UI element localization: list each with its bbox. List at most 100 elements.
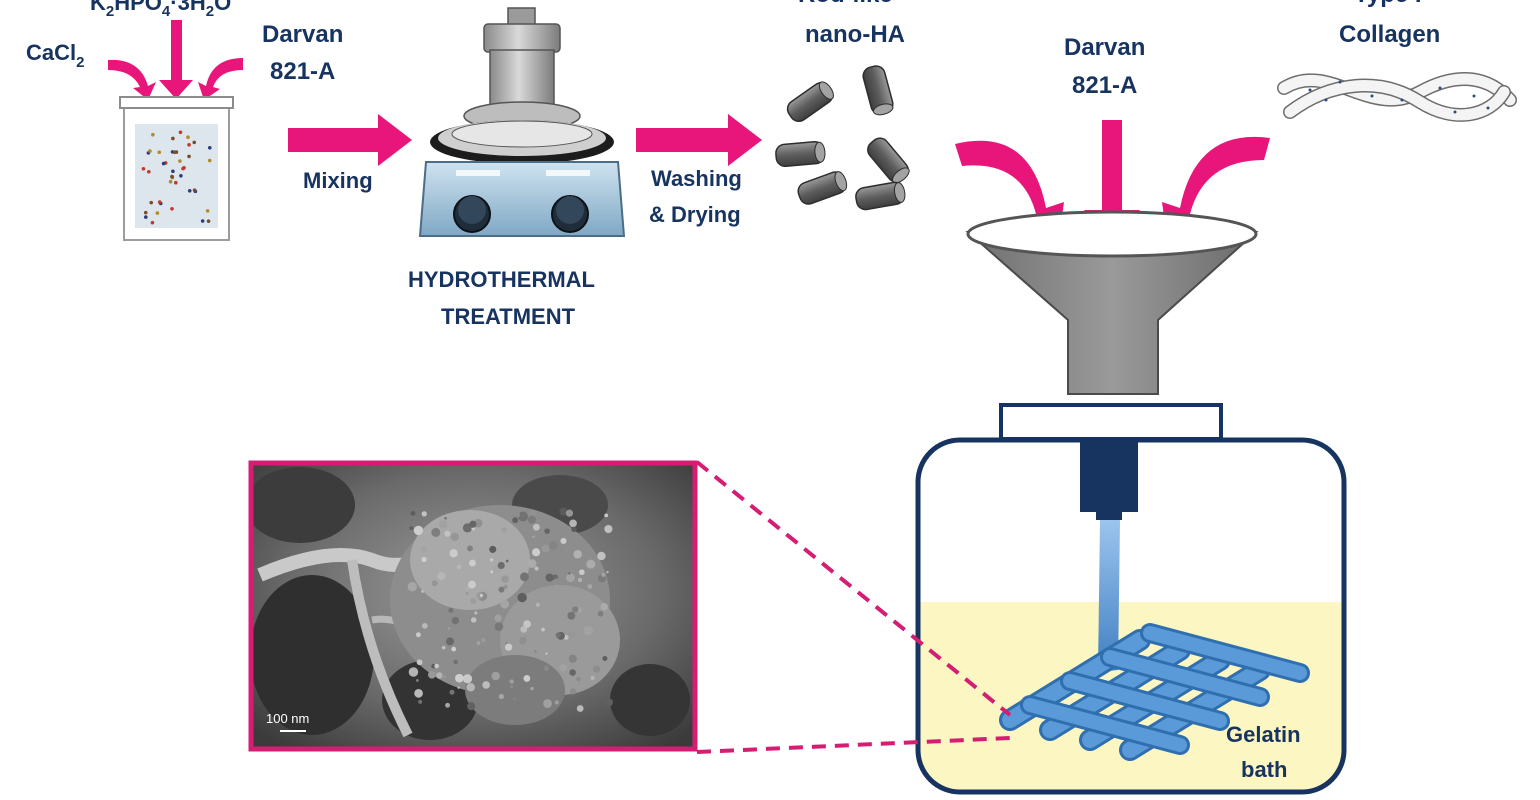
nano-rod-icon — [797, 171, 848, 205]
sem-texture — [602, 655, 608, 661]
sem-texture — [535, 602, 540, 607]
gelatin-bath-label-line1: Gelatin — [1226, 722, 1301, 747]
particle — [155, 211, 160, 215]
sem-texture — [600, 603, 608, 611]
sem-texture — [466, 682, 475, 692]
sem-texture — [543, 665, 550, 671]
sem-texture — [541, 544, 550, 553]
sem-texture — [541, 627, 545, 632]
sem-texture — [481, 638, 486, 643]
particle — [144, 215, 148, 219]
sem-texture — [538, 689, 542, 693]
sem-texture — [453, 659, 458, 665]
collagen-label-line1: Type I — [1354, 0, 1422, 8]
nano-rods — [775, 65, 910, 211]
sem-texture — [520, 572, 529, 582]
sem-texture — [601, 572, 606, 577]
zoom-connector-top — [695, 460, 1012, 717]
sem-texture — [583, 625, 594, 636]
sem-texture — [504, 643, 513, 651]
sem-texture — [450, 532, 459, 542]
sem-texture — [527, 559, 537, 569]
sem-texture — [578, 569, 585, 576]
particle — [143, 210, 148, 215]
sem-texture — [470, 617, 477, 623]
sem-texture — [413, 525, 424, 536]
sem-texture — [410, 511, 416, 516]
sem-texture — [476, 641, 481, 645]
sem-texture — [563, 634, 569, 640]
particle — [148, 149, 152, 153]
sem-scale-label: 100 nm — [266, 711, 309, 726]
sem-texture — [545, 652, 548, 655]
sem-texture — [421, 511, 427, 517]
sem-texture — [554, 700, 559, 705]
nano-rod-icon — [867, 137, 910, 184]
sem-texture — [605, 698, 613, 707]
sem-texture — [437, 572, 446, 581]
sem-texture — [456, 564, 462, 570]
particle — [171, 136, 175, 141]
sem-texture — [513, 697, 517, 701]
sem-texture — [571, 526, 577, 533]
sem-texture — [416, 659, 423, 666]
sem-texture — [439, 520, 448, 529]
sem-texture — [491, 671, 500, 681]
sem-texture — [576, 705, 584, 712]
sem-texture — [583, 694, 587, 698]
sem-texture — [469, 559, 476, 567]
step-mixing-label: Mixing — [303, 168, 373, 193]
reagent-darvan-label-line1: Darvan — [262, 21, 343, 48]
mixing-arrow — [288, 114, 412, 166]
sem-texture — [414, 689, 423, 698]
sem-texture — [421, 556, 427, 563]
reagent-calcium-label: CaCl2 — [26, 40, 84, 71]
particle — [150, 220, 155, 225]
sem-texture — [518, 511, 528, 522]
sem-texture — [431, 663, 436, 669]
sem-texture — [572, 606, 579, 613]
sem-texture — [576, 676, 581, 682]
nano-ha-label-line1: Rod-like — [798, 0, 893, 8]
sem-texture — [519, 636, 527, 645]
sem-texture — [445, 702, 451, 708]
sem-texture — [461, 607, 464, 610]
sem-texture — [467, 545, 473, 552]
particle — [171, 169, 175, 174]
sem-texture — [465, 591, 469, 595]
sem-texture — [421, 590, 424, 593]
nano-rod-icon — [775, 140, 826, 168]
sem-texture — [532, 523, 540, 531]
sem-texture — [415, 632, 421, 638]
sem-texture — [523, 620, 531, 628]
sem-texture — [445, 637, 454, 646]
sem-micrograph-image: 100 nm — [248, 460, 698, 752]
sem-texture — [597, 551, 606, 561]
sem-texture — [431, 527, 441, 537]
sem-texture — [444, 530, 451, 537]
reagent-arrows — [108, 20, 243, 100]
sem-texture — [544, 528, 550, 534]
sem-texture — [503, 584, 508, 590]
sem-texture — [565, 509, 574, 517]
reagent-phosphate-label: K2HPO4·3H2O — [90, 0, 231, 20]
particle — [182, 165, 186, 170]
darvan-second-label-line1: Darvan — [1064, 34, 1145, 61]
sem-texture — [442, 675, 447, 679]
particle — [147, 169, 151, 174]
sem-texture — [428, 670, 436, 679]
particle — [157, 150, 162, 155]
step-washing-label-line2: & Drying — [649, 202, 741, 227]
sem-texture — [549, 541, 558, 550]
sem-texture — [465, 586, 470, 591]
sem-texture — [407, 581, 418, 592]
particle — [141, 166, 146, 171]
sem-texture — [560, 537, 567, 544]
particle — [186, 135, 190, 139]
gelatin-bath-label-line2: bath — [1241, 757, 1287, 782]
particle — [172, 150, 177, 154]
sem-texture — [569, 669, 576, 676]
sem-texture — [449, 689, 455, 695]
sem-texture — [421, 623, 428, 629]
particle — [207, 158, 212, 163]
